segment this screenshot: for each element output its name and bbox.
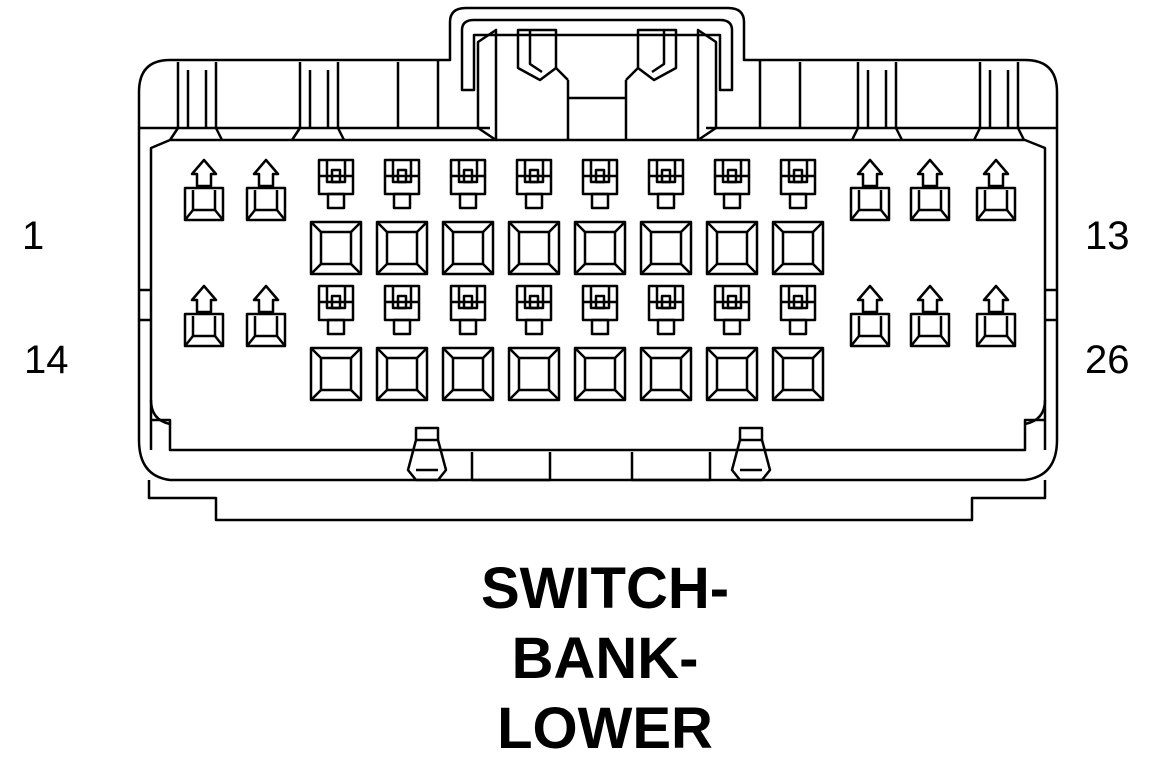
pin-label-26: 26 [1085,338,1130,382]
terminal-10 [771,158,825,276]
terminal-25 [909,284,951,348]
terminal-11 [849,158,891,222]
terminal-22 [705,284,759,402]
connector-title-line-3: LOWER [497,696,713,761]
terminal-12 [909,158,951,222]
pin-label-13: 13 [1085,214,1130,258]
terminal-4 [375,158,429,276]
connector-housing [137,6,1059,522]
terminal-15 [245,284,287,348]
terminal-16 [309,284,363,402]
terminal-5 [441,158,495,276]
pin-label-1: 1 [22,214,45,258]
terminal-13 [975,158,1017,222]
pin-label-14: 14 [24,338,69,382]
terminal-24 [849,284,891,348]
terminal-17 [375,284,429,402]
terminal-14 [183,284,225,348]
terminal-6 [507,158,561,276]
terminal-7 [573,158,627,276]
terminal-21 [639,284,693,402]
terminal-9 [705,158,759,276]
terminal-cavities [183,158,1017,402]
terminal-1 [183,158,225,222]
terminal-23 [771,284,825,402]
terminal-20 [573,284,627,402]
terminal-3 [309,158,363,276]
terminal-18 [441,284,495,402]
connector-title-line-2: BANK- [511,626,699,691]
connector-title-line-1: SWITCH- [480,556,730,621]
terminal-26 [975,284,1017,348]
terminal-8 [639,158,693,276]
terminal-2 [245,158,287,222]
terminal-19 [507,284,561,402]
